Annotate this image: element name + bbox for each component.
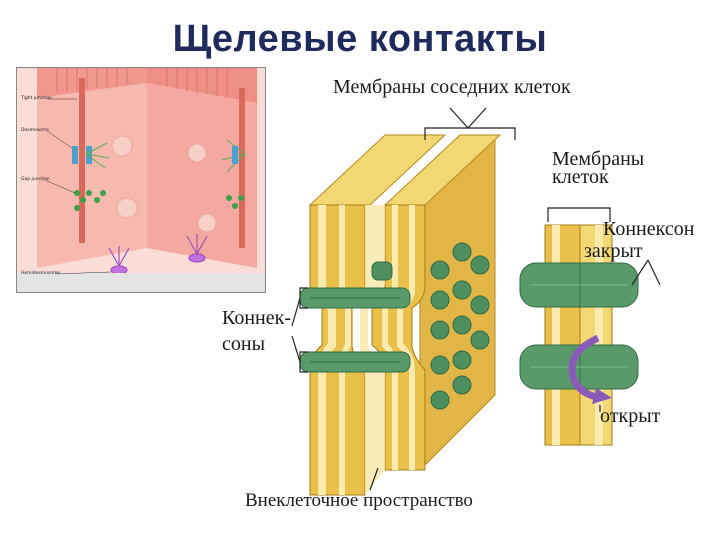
- membrane-block: [308, 133, 502, 496]
- label-connexons-line2: соны: [222, 333, 266, 355]
- label-closed: закрыт: [584, 240, 643, 262]
- page-title: Щелевые контакты: [172, 18, 548, 60]
- cell-junctions-inset: Tight junction Desmosome Gap junction He…: [16, 67, 266, 293]
- inset-cell-right: [147, 83, 257, 268]
- rotation-arrow-head: [592, 388, 612, 404]
- inset-cell-left: [37, 83, 147, 268]
- inset-label-gap-junction: Gap junction: [21, 177, 50, 182]
- label-open: открыт: [600, 405, 661, 427]
- inset-label-desmosome: Desmosome: [21, 128, 49, 133]
- label-extracellular-space: Внеклеточное пространство: [245, 490, 473, 511]
- connexon-faces: [430, 242, 490, 410]
- connexon-detail: [519, 224, 639, 446]
- inset-label-hemidesmosome: Hemidesmosome: [21, 271, 61, 276]
- brackets: [291, 107, 661, 491]
- label-cell-membranes-line1: Мембраны: [552, 148, 645, 170]
- label-cell-membranes-line2: клеток: [552, 166, 609, 188]
- label-connexons-line1: Коннек-: [222, 307, 292, 329]
- connexon-channels-main: [299, 261, 411, 373]
- label-adjacent-membranes: Мембраны соседних клеток: [333, 76, 571, 98]
- inset-label-tight-junction: Tight junction: [21, 96, 52, 101]
- label-connexon: Коннексон: [603, 218, 695, 240]
- inset-illustration: [17, 68, 265, 292]
